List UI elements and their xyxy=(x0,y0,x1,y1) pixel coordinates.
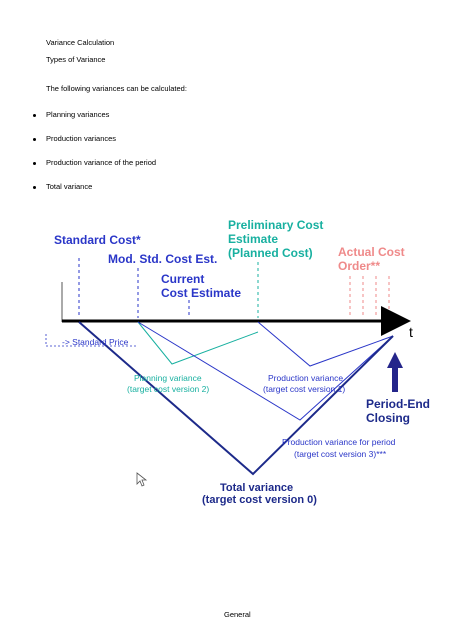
actual-cost-label-2: Order** xyxy=(338,259,380,273)
preliminary-cost-label-1: Preliminary Cost xyxy=(228,218,323,232)
period-end-label-1: Period-End xyxy=(366,397,430,411)
time-axis-label: t xyxy=(409,324,413,340)
current-cost-label-1: Current xyxy=(161,272,204,286)
bullet-item: Total variance xyxy=(46,182,93,191)
preliminary-cost-label-3: (Planned Cost) xyxy=(228,246,313,260)
bullet-marker xyxy=(33,186,36,189)
production-variance-label-2: (target cost version 1) xyxy=(263,384,345,394)
standard-cost-label: Standard Cost* xyxy=(54,233,141,247)
intro-text: The following variances can be calculate… xyxy=(46,84,187,93)
mod-std-cost-label: Mod. Std. Cost Est. xyxy=(108,252,217,266)
current-cost-label-2: Cost Estimate xyxy=(161,286,241,300)
footer-classification: General xyxy=(224,610,251,619)
bullet-marker xyxy=(33,114,36,117)
production-variance-label-1: Production variance xyxy=(268,373,343,383)
heading-subtitle: Types of Variance xyxy=(46,55,106,64)
period-end-arrow-icon xyxy=(387,352,403,392)
production-period-variance-lines xyxy=(137,321,394,421)
bullet-marker xyxy=(33,162,36,165)
standard-price-label: -> Standard Price xyxy=(62,337,129,347)
total-variance-label-2: (target cost version 0) xyxy=(202,494,317,506)
total-variance-label-1: Total variance xyxy=(220,482,293,494)
total-variance-lines xyxy=(78,321,394,476)
production-period-label-1: Production variance for period xyxy=(282,437,396,447)
bullet-item: Planning variances xyxy=(46,110,110,119)
period-end-label-2: Closing xyxy=(366,411,410,425)
bullet-item: Production variance of the period xyxy=(46,158,157,167)
preliminary-cost-label-2: Estimate xyxy=(228,232,278,246)
production-variance-lines xyxy=(257,321,394,367)
planning-variance-label-1: Planning variance xyxy=(134,373,202,383)
bullet-item: Production variances xyxy=(46,134,117,143)
production-period-label-2: (target cost version 3)*** xyxy=(294,449,387,459)
planning-variance-label-2: (target cost version 2) xyxy=(127,384,209,394)
bullet-marker xyxy=(33,138,36,141)
planning-variance-lines xyxy=(137,321,259,365)
mouse-cursor-icon xyxy=(136,472,148,487)
actual-cost-label-1: Actual Cost xyxy=(338,245,405,259)
heading-title: Variance Calculation xyxy=(46,38,115,47)
